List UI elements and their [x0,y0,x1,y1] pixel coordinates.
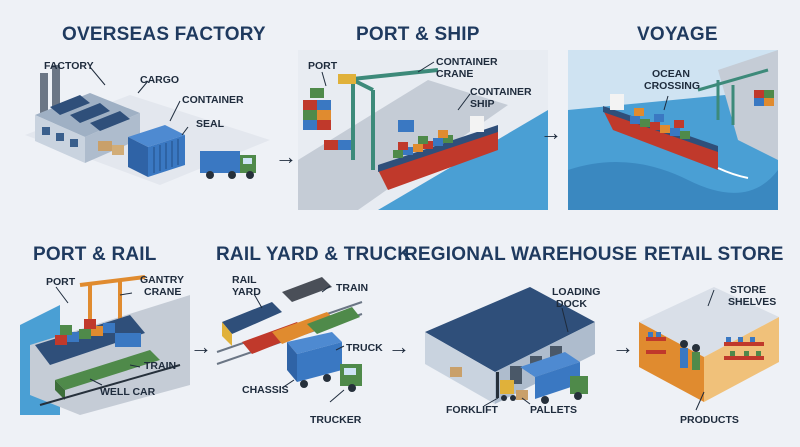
label-train: TRAIN [144,360,177,372]
stage-title-rail-yard-truck: RAIL YARD & TRUCK [216,244,412,265]
label-chassis: CHASSIS [242,384,289,396]
flow-arrow-3: → [190,334,212,359]
factory-illustration [25,65,270,185]
label-pallets: PALLETS [530,404,578,416]
label-ry-train: TRAIN [336,282,369,294]
label-loading-2: DOCK [556,298,587,310]
label-trucker: TRUCKER [310,414,362,426]
label-gantry-2: CRANE [144,286,182,298]
label-container-crane-2: CRANE [436,68,474,80]
label-factory: FACTORY [44,60,94,72]
regional-warehouse-illustration [425,287,595,407]
label-rail-2: YARD [232,286,261,298]
flow-arrow-5: → [612,334,634,359]
stage-title-port-ship: PORT & SHIP [356,24,480,45]
label-ocean-2: CROSSING [644,80,701,92]
label-forklift: FORKLIFT [446,404,498,416]
label-products: PRODUCTS [680,414,739,426]
stage-title-voyage: VOYAGE [637,24,718,45]
label-seal: SEAL [196,118,225,130]
label-port: PORT [308,60,338,72]
port-rail-illustration [20,275,190,415]
label-container-crane-1: CONTAINER [436,56,498,68]
label-cargo: CARGO [140,74,180,86]
flow-arrow-2: → [540,120,562,145]
stage-title-regional-warehouse: REGIONAL WAREHOUSE [404,244,638,265]
label-container-ship-1: CONTAINER [470,86,532,98]
label-port-rail-port: PORT [46,276,76,288]
label-truck: TRUCK [346,342,383,354]
stage-title-port-rail: PORT & RAIL [33,244,157,265]
label-gantry-1: GANTRY [140,274,184,286]
label-store-1: STORE [730,284,766,296]
label-ocean-1: OCEAN [652,68,690,80]
voyage-illustration [568,50,778,210]
label-store-2: SHELVES [728,296,777,308]
rail-yard-truck-illustration [216,277,363,403]
flow-arrow-1: → [275,144,297,169]
flow-arrow-4: → [388,334,410,359]
stage-title-retail-store: RETAIL STORE [644,244,784,265]
retail-store-illustration [639,287,779,411]
label-loading-1: LOADING [552,286,601,298]
label-rail-1: RAIL [232,274,257,286]
label-container: CONTAINER [182,94,244,106]
stage-title-overseas-factory: OVERSEAS FACTORY [62,24,266,45]
port-ship-illustration [298,50,548,210]
label-container-ship-2: SHIP [470,98,495,110]
label-well-car: WELL CAR [100,386,156,398]
